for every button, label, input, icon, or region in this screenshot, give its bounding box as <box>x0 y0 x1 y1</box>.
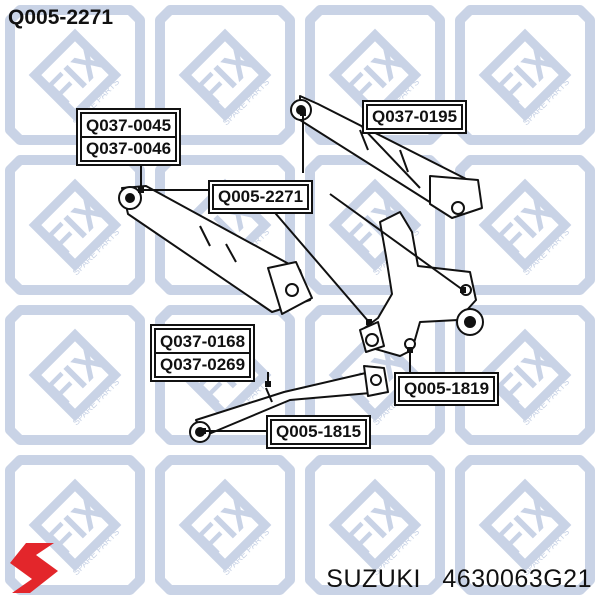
label-lower-arm-part-1: Q037-0168 <box>160 332 246 351</box>
label-upper-left-arm-part-1: Q037-0045 <box>86 116 172 135</box>
brand-name: SUZUKI <box>326 565 421 593</box>
label-divider <box>82 136 176 138</box>
upper-left-arm <box>118 185 313 315</box>
label-divider <box>156 352 250 354</box>
leader-dots <box>138 110 466 434</box>
suzuki-s-logo-icon <box>10 543 58 593</box>
label-lower-arm-part-2: Q037-0269 <box>160 355 246 374</box>
leader-lines <box>140 113 464 432</box>
label-upper-left-arm-part-2: Q037-0046 <box>86 139 172 158</box>
label-knuckle-bushing: Q005-1819 <box>398 376 496 402</box>
footer-oem-reference: SUZUKI 4630063G21 <box>326 565 592 594</box>
label-upper-left-arm: Q037-0045 Q037-0046 <box>80 112 178 162</box>
page-title: Q005-2271 <box>8 6 114 29</box>
rear-knuckle <box>359 211 484 357</box>
label-upper-right-arm: Q037-0195 <box>366 104 464 130</box>
label-lower-arm: Q037-0168 Q037-0269 <box>154 328 252 378</box>
label-lower-bushing: Q005-1815 <box>270 419 368 445</box>
oem-part-number: 4630063G21 <box>442 565 592 593</box>
label-center-bushing: Q005-2271 <box>212 184 310 210</box>
